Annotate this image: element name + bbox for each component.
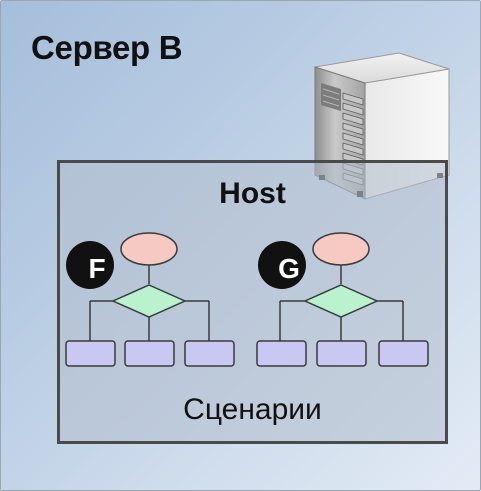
badge-g: G	[258, 241, 306, 289]
task-node	[378, 340, 429, 367]
scenario-g-flowchart	[256, 232, 429, 367]
badge-f-circle	[66, 241, 114, 289]
start-node	[120, 232, 178, 266]
task-node	[65, 340, 116, 367]
decision-node	[303, 284, 379, 318]
host-title: Host	[219, 177, 286, 210]
task-node	[256, 340, 307, 367]
scenarios-label: Сценарии	[183, 393, 322, 426]
scenario-f-flowchart	[65, 232, 235, 367]
decision-node	[111, 284, 187, 318]
start-node	[312, 232, 370, 266]
task-node	[124, 340, 175, 367]
badge-g-circle	[258, 241, 306, 289]
task-node	[184, 340, 235, 367]
badge-g-letter: G	[278, 253, 300, 284]
server-title: Сервер B	[31, 29, 183, 66]
badge-f-letter: F	[88, 253, 105, 284]
task-node	[316, 340, 367, 367]
badge-f: F	[66, 241, 114, 289]
